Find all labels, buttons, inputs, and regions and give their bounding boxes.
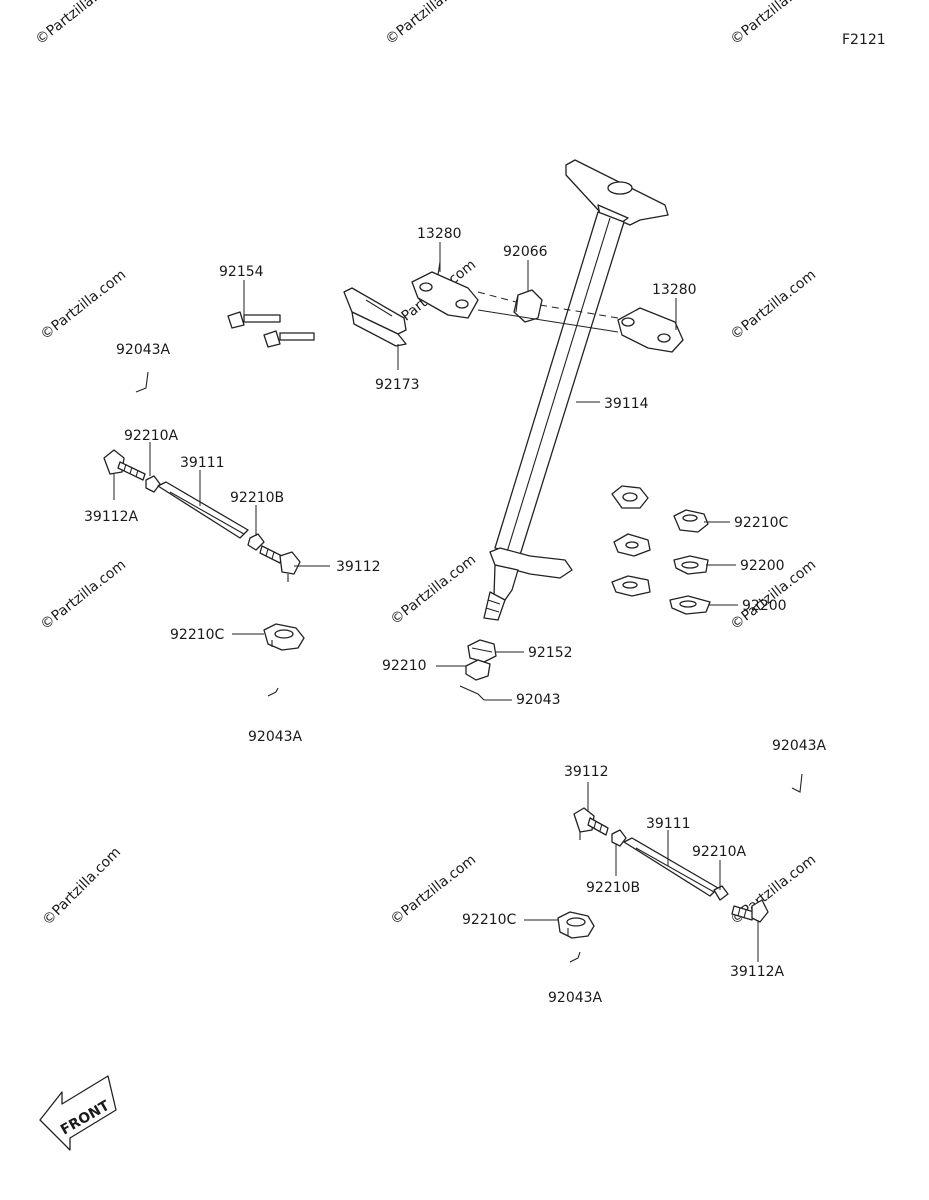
callout-39112: 39112 xyxy=(564,764,609,780)
callout-13280: 13280 xyxy=(417,226,462,242)
callout-92210c: 92210C xyxy=(170,627,225,643)
callout-39111: 39111 xyxy=(646,816,691,832)
callout-92210b: 92210B xyxy=(586,880,640,896)
callout-92200: 92200 xyxy=(740,558,785,574)
watermark: ©Partzilla.com xyxy=(728,267,819,343)
callout-92152: 92152 xyxy=(528,645,573,661)
center-bottom-parts xyxy=(459,639,497,701)
callout-92043a: 92043A xyxy=(116,342,171,358)
nuts-and-washers xyxy=(611,485,711,615)
callout-92173: 92173 xyxy=(375,377,420,393)
callout-92210: 92210 xyxy=(382,658,427,674)
callout-labels: 13280 92066 13280 92154 92043A 92173 391… xyxy=(84,226,827,1006)
callout-92043a: 92043A xyxy=(548,990,603,1006)
bolt-92154 xyxy=(227,311,315,348)
front-arrow: FRONT xyxy=(39,1075,117,1151)
tie-rod-assembly-right xyxy=(573,807,769,923)
watermark: ©Partzilla.com xyxy=(33,0,124,48)
callout-92043a: 92043A xyxy=(248,729,303,745)
callout-39112a: 39112A xyxy=(730,964,785,980)
holder-13280-right xyxy=(617,307,684,353)
callout-92210c: 92210C xyxy=(734,515,789,531)
callout-92043: 92043 xyxy=(516,692,561,708)
watermark: ©Partzilla.com xyxy=(388,552,479,628)
leader-lines xyxy=(113,242,759,962)
callout-92043a: 92043A xyxy=(772,738,827,754)
cotter-pin-92043a xyxy=(569,951,581,963)
callout-92066: 92066 xyxy=(503,244,548,260)
callout-92210c: 92210C xyxy=(462,912,517,928)
watermark: ©Partzilla.com xyxy=(383,0,474,48)
callout-92154: 92154 xyxy=(219,264,264,280)
cotter-pin-92043a xyxy=(135,371,149,393)
callout-92210a: 92210A xyxy=(124,428,179,444)
watermark: ©Partzilla.com xyxy=(38,557,129,633)
holder-13280-left xyxy=(411,261,479,319)
callout-39112: 39112 xyxy=(336,559,381,575)
partzilla-logo: ©Partzilla.com xyxy=(40,844,125,929)
diagram-id: F2121 xyxy=(842,32,886,48)
watermarks: ©Partzilla.com ©Partzilla.com ©Partzilla… xyxy=(33,0,819,928)
watermark: ©Partzilla.com xyxy=(38,267,129,343)
callout-92210b: 92210B xyxy=(230,490,284,506)
callout-92210a: 92210A xyxy=(692,844,747,860)
watermark: ©Partzilla.com xyxy=(728,0,819,48)
callout-39111: 39111 xyxy=(180,455,225,471)
bracket-92173 xyxy=(343,287,407,347)
callout-92200: 92200 xyxy=(742,598,787,614)
callout-39114: 39114 xyxy=(604,396,649,412)
callout-39112a: 39112A xyxy=(84,509,139,525)
bushing-92066 xyxy=(513,289,543,323)
steering-shaft-39114 xyxy=(483,159,669,621)
cotter-pin-92043a xyxy=(267,687,279,697)
castle-nut-92210c-bottom xyxy=(557,911,595,939)
callout-13280: 13280 xyxy=(652,282,697,298)
castle-nut-92210c-left xyxy=(263,623,305,651)
tie-rod-assembly-left xyxy=(103,449,301,582)
cotter-pin-92043a xyxy=(791,773,803,793)
